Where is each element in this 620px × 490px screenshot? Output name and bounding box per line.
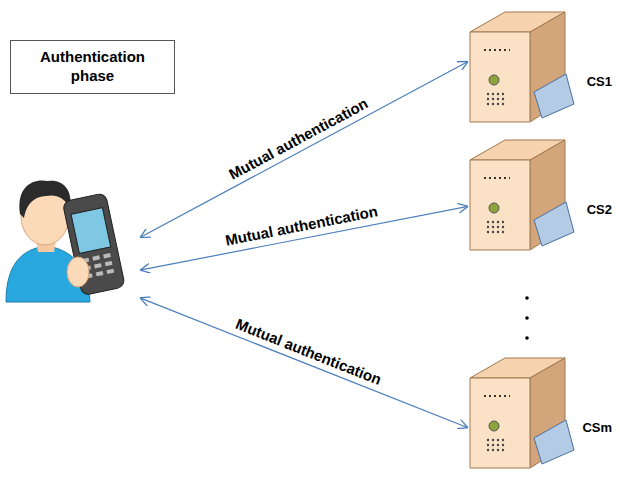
edge-label-holder: Mutual authentication [222, 202, 382, 250]
edge-label-holder: Mutual authentication [224, 93, 373, 184]
phase-title: Authentication phase [31, 48, 154, 86]
server-node: CS1 [468, 10, 614, 125]
server-label: CS1 [587, 74, 612, 89]
user-icon [6, 180, 125, 302]
server-label: CS2 [587, 202, 612, 217]
double-arrow [140, 298, 468, 428]
server-icon [470, 12, 574, 122]
ellipsis-dots [525, 296, 529, 340]
server-icon [470, 358, 574, 468]
server-icon [470, 140, 574, 250]
phase-box: Authentication phase [10, 40, 175, 94]
server-node: CS2 [468, 138, 614, 253]
edge-label: Mutual authentication [231, 314, 385, 389]
edge-label: Mutual authentication [222, 202, 382, 250]
user-node [5, 182, 140, 307]
server-node: CSm [468, 356, 614, 471]
edge-label: Mutual authentication [224, 93, 373, 184]
edge-label-holder: Mutual authentication [231, 314, 385, 389]
server-label: CSm [582, 420, 612, 435]
double-arrow [140, 61, 468, 237]
